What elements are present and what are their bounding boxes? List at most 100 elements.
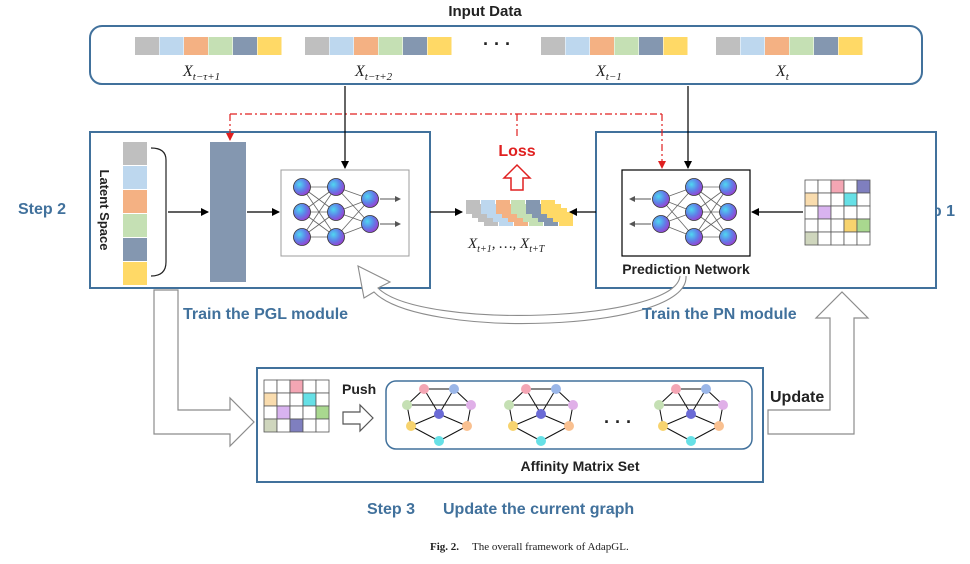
- graph-node: [508, 421, 518, 431]
- net-neuron: [293, 203, 311, 221]
- net-edge: [301, 186, 337, 238]
- input-sequence-bars: [135, 37, 863, 55]
- graph-edge: [540, 413, 570, 427]
- graph-edge: [410, 425, 440, 442]
- graph-node: [536, 409, 546, 419]
- graph-edge: [662, 413, 692, 427]
- net-neuron: [293, 178, 311, 196]
- graph-node: [564, 421, 574, 431]
- matrix-cell: [817, 179, 832, 194]
- latent-space-stack: [123, 142, 147, 285]
- train-pn-label: Train the PN module: [642, 306, 797, 323]
- graph-node: [434, 436, 444, 446]
- loss-up-arrow: [502, 163, 532, 191]
- pgl-neural-network: [293, 178, 401, 246]
- matrix-cell: [804, 218, 819, 233]
- net-neuron: [685, 228, 703, 246]
- update-to-step1-arrow: [767, 291, 870, 435]
- input-cell: [159, 37, 184, 55]
- push-arrow: [342, 403, 374, 433]
- graph-edge: [512, 425, 542, 442]
- input-cell: [233, 37, 257, 55]
- update-label: Update: [770, 389, 824, 406]
- input-label-3: Xt−1: [595, 63, 622, 83]
- matrix-cell: [817, 231, 832, 246]
- step3-adjacency-matrix: [263, 379, 330, 433]
- matrix-cell: [856, 218, 871, 233]
- input-cell: [716, 37, 740, 55]
- matrix-cell: [302, 379, 317, 394]
- net-neuron: [293, 228, 311, 246]
- graph-node: [449, 384, 459, 394]
- input-cell: [257, 37, 282, 55]
- input-label-4: Xt: [775, 63, 790, 83]
- latent-cell: [123, 262, 147, 285]
- input-cell: [639, 37, 663, 55]
- figure-caption-prefix: Fig. 2.: [430, 541, 459, 553]
- input-cell: [838, 37, 863, 55]
- input-cell: [305, 37, 329, 55]
- graph-node: [686, 409, 696, 419]
- input-cell: [329, 37, 354, 55]
- latent-space-label: Latent Space: [97, 170, 112, 251]
- net-neuron: [652, 190, 670, 208]
- latent-cell: [123, 166, 147, 189]
- graph-node: [521, 384, 531, 394]
- net-neuron: [719, 228, 737, 246]
- graph-edge: [512, 413, 542, 427]
- step3-title: Update the current graph: [443, 501, 634, 518]
- graph-edge: [662, 425, 692, 442]
- matrix-cell: [817, 205, 832, 220]
- matrix-cell: [263, 405, 278, 420]
- input-cell: [208, 37, 233, 55]
- matrix-cell: [315, 405, 330, 420]
- net-neuron: [327, 178, 345, 196]
- graph-edge: [690, 425, 720, 442]
- output-cell: [511, 200, 525, 214]
- matrix-cell: [276, 379, 291, 394]
- input-label-2: Xt−τ+2: [354, 63, 393, 83]
- input-cell: [765, 37, 789, 55]
- matrix-cell: [302, 405, 317, 420]
- output-cell: [496, 200, 510, 214]
- matrix-cell: [843, 231, 858, 246]
- input-data-title: Input Data: [448, 3, 522, 20]
- graph-node: [658, 421, 668, 431]
- matrix-cell: [263, 418, 278, 433]
- matrix-cell: [263, 392, 278, 407]
- input-cell: [184, 37, 208, 55]
- graph-node: [466, 400, 476, 410]
- matrix-cell: [830, 218, 845, 233]
- net-neuron: [361, 215, 379, 233]
- graph-edge: [438, 425, 468, 442]
- affinity-matrix-set-box: [385, 380, 753, 450]
- pn-adjacency-matrix: [804, 179, 871, 246]
- matrix-cell: [856, 205, 871, 220]
- matrix-cell: [830, 179, 845, 194]
- matrix-cell: [843, 192, 858, 207]
- prediction-network-label: Prediction Network: [622, 261, 750, 277]
- affinity-matrix-set-label: Affinity Matrix Set: [520, 458, 639, 474]
- output-cell: [526, 200, 540, 214]
- pgl-to-step3-arrow: [153, 289, 255, 448]
- net-neuron: [327, 203, 345, 221]
- latent-cell: [123, 142, 147, 165]
- graph-node: [462, 421, 472, 431]
- graph-edge: [690, 413, 720, 427]
- matrix-cell: [315, 392, 330, 407]
- output-sequence-stack: [466, 200, 573, 226]
- matrix-cell: [856, 231, 871, 246]
- input-data-box: [89, 25, 923, 85]
- matrix-cell: [302, 392, 317, 407]
- input-cell: [590, 37, 614, 55]
- output-cell: [466, 200, 480, 214]
- input-cell: [135, 37, 159, 55]
- latent-brace: [150, 147, 167, 277]
- matrix-cell: [804, 205, 819, 220]
- graph-edge: [540, 425, 570, 442]
- svg-text:Xt−1: Xt−1: [595, 63, 622, 83]
- matrix-cell: [276, 405, 291, 420]
- matrix-cell: [315, 379, 330, 394]
